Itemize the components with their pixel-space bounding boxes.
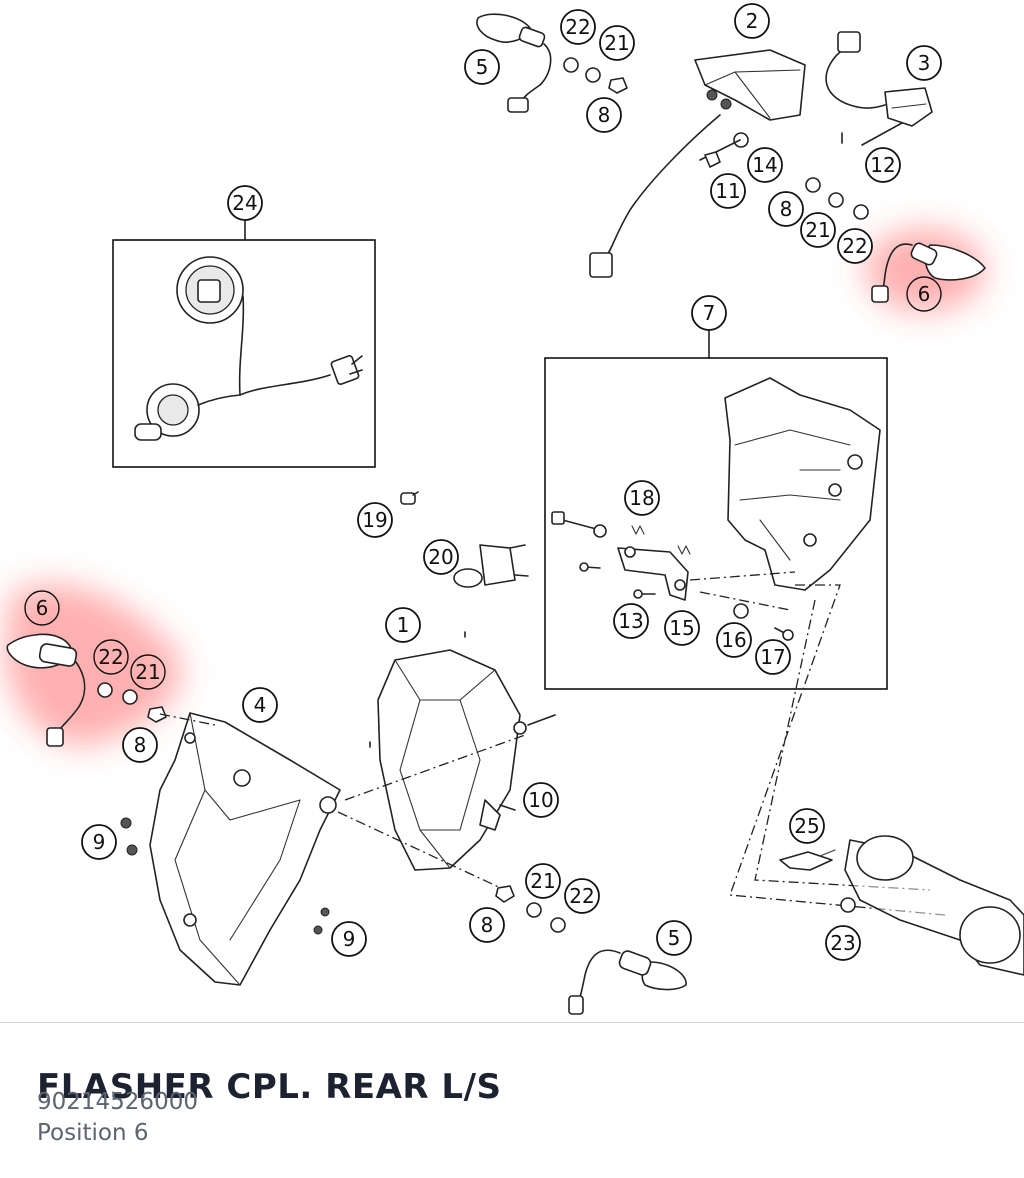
callout-8-left: 8 — [122, 727, 158, 763]
callout-5-bottom: 5 — [656, 920, 692, 956]
highlight-left-flasher[interactable] — [5, 583, 182, 746]
callout-1: 1 — [385, 607, 421, 643]
svg-text:10: 10 — [528, 788, 553, 812]
part-3-plate-light — [825, 31, 933, 127]
svg-text:22: 22 — [842, 234, 867, 258]
svg-text:1: 1 — [397, 613, 410, 637]
svg-text:3: 3 — [918, 51, 931, 75]
part-2-rear-light — [589, 49, 806, 278]
part-position: Position 6 — [37, 1120, 149, 1146]
part-info-panel: FLASHER CPL. REAR L/S 90214526000 Positi… — [0, 1022, 1024, 1178]
callout-21-left: 21 — [130, 654, 166, 690]
svg-text:24: 24 — [232, 191, 257, 215]
part-number: 90214526000 — [37, 1089, 198, 1115]
group-7-box — [544, 328, 888, 690]
part-1-headlight — [369, 631, 556, 871]
svg-text:9: 9 — [93, 830, 106, 854]
callout-17: 17 — [755, 639, 791, 675]
callout-18: 18 — [624, 480, 660, 516]
svg-text:5: 5 — [668, 926, 681, 950]
svg-text:8: 8 — [598, 103, 611, 127]
callout-12: 12 — [865, 147, 901, 183]
svg-text:25: 25 — [794, 814, 819, 838]
callout-22-left: 22 — [93, 639, 129, 675]
callout-16: 16 — [716, 622, 752, 658]
part-5-bottom-flasher — [568, 949, 687, 1015]
callout-9-left: 9 — [81, 824, 117, 860]
callout-7: 7 — [691, 295, 727, 331]
svg-text:20: 20 — [428, 545, 453, 569]
svg-text:21: 21 — [135, 660, 160, 684]
svg-text:8: 8 — [134, 733, 147, 757]
callout-22-right: 22 — [837, 228, 873, 264]
svg-text:21: 21 — [530, 869, 555, 893]
callout-9-bottom: 9 — [331, 921, 367, 957]
svg-text:2: 2 — [746, 9, 759, 33]
callout-13: 13 — [613, 603, 649, 639]
callout-2: 2 — [734, 3, 770, 39]
callout-22-bottom: 22 — [564, 878, 600, 914]
part-5-top-flasher — [476, 13, 552, 113]
svg-text:12: 12 — [870, 153, 895, 177]
callout-20: 20 — [423, 539, 459, 575]
callout-23: 23 — [825, 925, 861, 961]
handlebar-area — [779, 835, 1024, 976]
svg-text:11: 11 — [715, 179, 740, 203]
callout-22-top: 22 — [560, 9, 596, 45]
svg-text:4: 4 — [254, 693, 267, 717]
callout-21-right: 21 — [800, 212, 836, 248]
callout-8-bottom: 8 — [469, 907, 505, 943]
bulbs-19-20 — [400, 491, 529, 588]
callout-21-bottom: 21 — [525, 863, 561, 899]
svg-text:21: 21 — [805, 218, 830, 242]
callout-15: 15 — [664, 610, 700, 646]
hardware-bottom — [495, 885, 566, 933]
svg-text:22: 22 — [565, 15, 590, 39]
callout-4: 4 — [242, 687, 278, 723]
callout-6-left[interactable]: 6 — [24, 590, 60, 626]
callout-8-top: 8 — [586, 97, 622, 133]
svg-text:9: 9 — [343, 927, 356, 951]
part-title: FLASHER CPL. REAR L/S — [37, 1067, 502, 1107]
svg-text:6: 6 — [918, 282, 931, 306]
svg-text:16: 16 — [721, 628, 746, 652]
callout-24: 24 — [227, 185, 263, 221]
callout-21-top: 21 — [599, 25, 635, 61]
svg-text:8: 8 — [481, 913, 494, 937]
callout-3: 3 — [906, 45, 942, 81]
callout-10: 10 — [523, 782, 559, 818]
svg-text:21: 21 — [604, 31, 629, 55]
parts-exploded-diagram: 1 2 3 4 5 5 6 6 7 8 8 8 8 9 9 10 11 12 1… — [5, 3, 1024, 1015]
svg-text:7: 7 — [703, 301, 716, 325]
svg-text:5: 5 — [476, 55, 489, 79]
svg-text:18: 18 — [629, 486, 654, 510]
part-4-front-mask — [120, 706, 341, 986]
part-6-right-flasher[interactable] — [871, 242, 986, 303]
callout-25: 25 — [789, 808, 825, 844]
svg-text:17: 17 — [760, 645, 785, 669]
callout-5-top: 5 — [464, 49, 500, 85]
svg-text:6: 6 — [36, 596, 49, 620]
callout-14: 14 — [747, 147, 783, 183]
svg-text:19: 19 — [362, 508, 387, 532]
callout-6-right[interactable]: 6 — [906, 276, 942, 312]
hardware-top — [563, 57, 903, 220]
svg-text:23: 23 — [830, 931, 855, 955]
svg-text:13: 13 — [618, 609, 643, 633]
group-24-box — [112, 215, 376, 468]
part-6-left-flasher[interactable] — [6, 633, 138, 747]
svg-text:22: 22 — [98, 645, 123, 669]
callout-8-right: 8 — [768, 191, 804, 227]
svg-text:14: 14 — [752, 153, 777, 177]
svg-text:8: 8 — [780, 197, 793, 221]
svg-text:22: 22 — [569, 884, 594, 908]
svg-text:15: 15 — [669, 616, 694, 640]
callout-19: 19 — [357, 502, 393, 538]
callout-11: 11 — [710, 173, 746, 209]
